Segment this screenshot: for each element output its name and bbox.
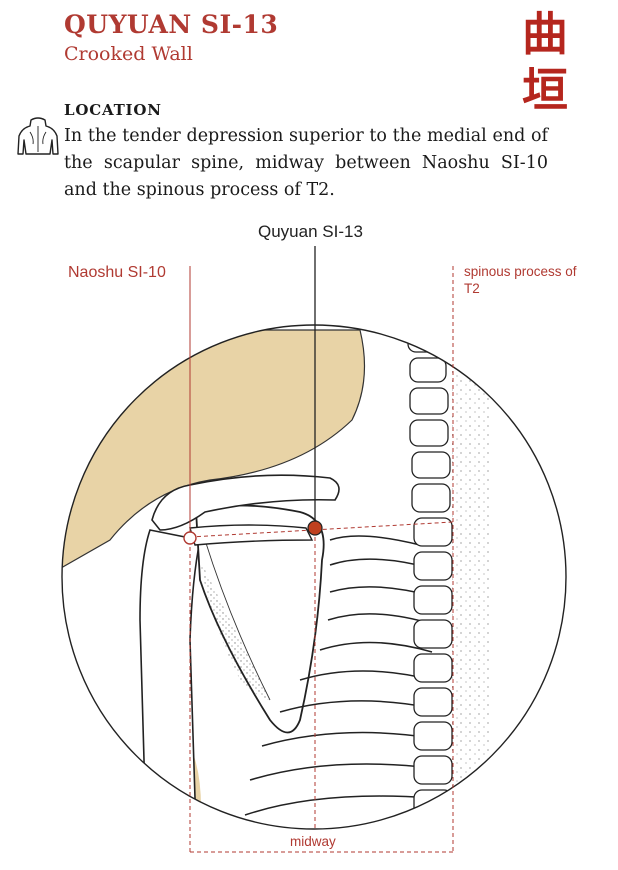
diagram-circle-frame [61, 324, 567, 830]
location-heading: LOCATION [64, 101, 162, 119]
anatomy-illustration [62, 325, 566, 829]
back-stippling [452, 330, 492, 829]
upper-back-torso-icon [17, 117, 59, 155]
quyuan-label: Quyuan SI-13 [258, 222, 363, 241]
naoshu-label: Naoshu SI-10 [68, 264, 166, 281]
point-english-name: Crooked Wall [64, 43, 193, 65]
midway-label: midway [290, 834, 336, 849]
point-title: QUYUAN SI-13 [64, 10, 279, 39]
chinese-characters: 曲 垣 [500, 6, 590, 118]
naoshu-point [183, 531, 197, 545]
location-description: In the tender depression superior to the… [64, 123, 548, 204]
location-text: In the tender depression superior to the… [64, 126, 548, 200]
quyuan-point [307, 520, 323, 536]
scapular-spine [189, 524, 314, 546]
humerus [139, 529, 201, 829]
spinous-process-label: spinous process of T2 [464, 264, 577, 296]
horizontal-dashed-line [189, 521, 454, 538]
chinese-character-2: 垣 [522, 63, 568, 117]
chinese-character-1: 曲 [522, 7, 568, 61]
vertebral-column [407, 329, 453, 819]
